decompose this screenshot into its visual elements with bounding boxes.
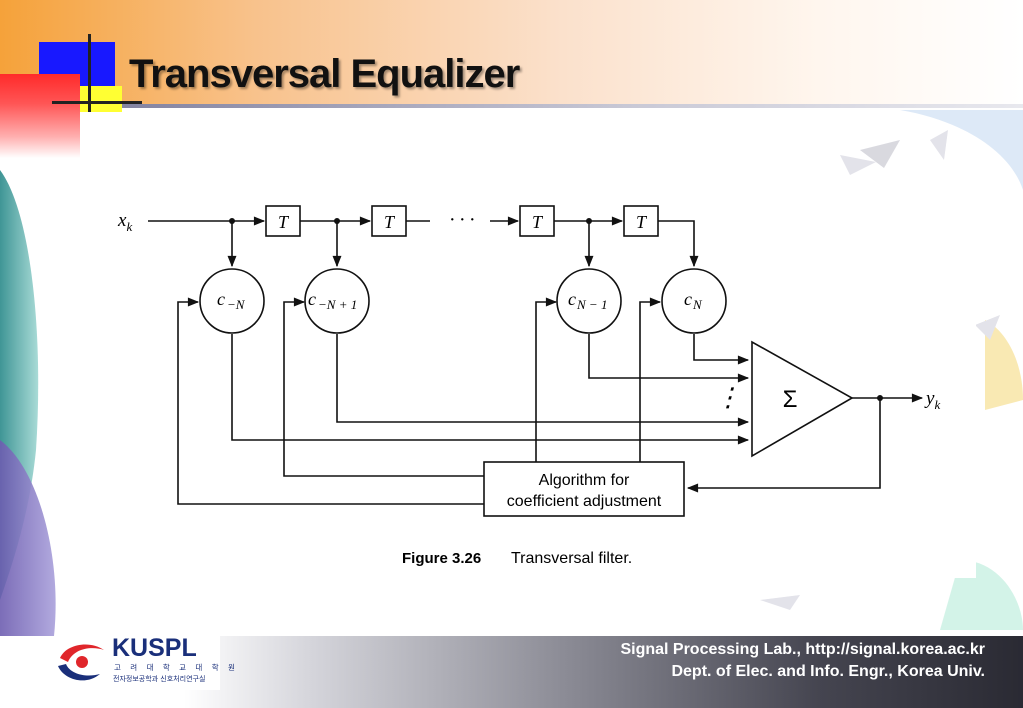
coefficient-label: cN [684, 289, 703, 312]
footer-lab-line: Signal Processing Lab., http://signal.ko… [620, 641, 985, 658]
slide-title: Transversal Equalizer [129, 52, 520, 96]
caption-text: Transversal filter. [511, 550, 632, 567]
delay-box [371, 205, 407, 237]
caption-number: Figure 3.26 [402, 550, 481, 567]
delay-label: T [532, 212, 544, 232]
red-square [0, 74, 80, 158]
delay-box [519, 205, 555, 237]
algorithm-line-2: coefficient adjustment [507, 493, 662, 510]
coefficient-c-minus-n [199, 268, 265, 334]
vertical-dots: ⋮ [715, 383, 741, 412]
coefficient-c-minus-n-plus-1 [304, 268, 370, 334]
output-label: yk [924, 388, 940, 412]
delay-line-ellipsis: · · · [450, 209, 475, 231]
logo-name: KUSPL [112, 634, 197, 662]
coefficient-label: c−N [217, 289, 246, 312]
kuspl-logo-icon [58, 644, 104, 681]
delay-label: T [384, 212, 396, 232]
delay-label: T [278, 212, 290, 232]
summer-triangle [751, 340, 854, 458]
coefficient-c-n-minus-1 [556, 268, 622, 334]
logo-subtitle-1: 고 려 대 학 교 대 학 원 [114, 663, 239, 672]
header-band [0, 0, 1023, 108]
figure-panel-top [80, 112, 840, 184]
coefficient-c-n [661, 268, 727, 334]
sigma-symbol: Σ [783, 386, 798, 413]
footer-dept-line: Dept. of Elec. and Info. Engr., Korea Un… [671, 663, 985, 680]
delay-label: T [636, 212, 648, 232]
cross-line-horizontal [52, 101, 142, 104]
input-label: xk [117, 210, 132, 234]
coefficient-label: cN − 1 [568, 289, 607, 312]
logo-subtitle-2: 전자정보공학과 신호처리연구실 [113, 675, 206, 683]
algorithm-box [483, 461, 685, 517]
coefficient-label: c−N + 1 [308, 289, 357, 312]
cross-line-vertical [88, 34, 91, 126]
title-underline [52, 104, 1023, 108]
delay-box [623, 205, 659, 237]
delay-box [265, 205, 301, 237]
algorithm-line-1: Algorithm for [539, 472, 630, 489]
